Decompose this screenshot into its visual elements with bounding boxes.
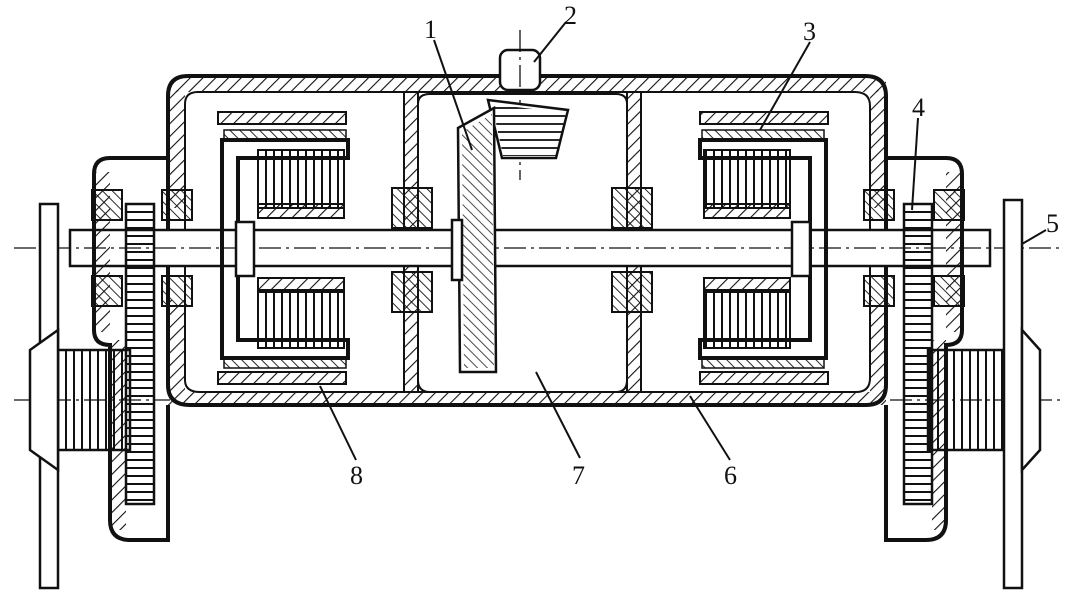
right-friction-clutch: [698, 111, 829, 385]
leader-lines: [319, 21, 1047, 461]
label-2: 2: [564, 1, 577, 30]
right-final-drive: [863, 156, 1060, 590]
label-3: 3: [803, 17, 816, 46]
label-1: 1: [424, 15, 437, 44]
left-final-drive: [14, 156, 193, 590]
left-friction-clutch: [217, 111, 350, 385]
label-7: 7: [572, 461, 585, 490]
part-labels: 1 2 3 4 5 6 7 8: [350, 1, 1059, 490]
central-bearings: [391, 187, 653, 313]
label-6: 6: [724, 461, 737, 490]
label-4: 4: [912, 93, 925, 122]
bevel-gear-and-pinion: [450, 30, 570, 374]
label-5: 5: [1046, 209, 1059, 238]
label-8: 8: [350, 461, 363, 490]
